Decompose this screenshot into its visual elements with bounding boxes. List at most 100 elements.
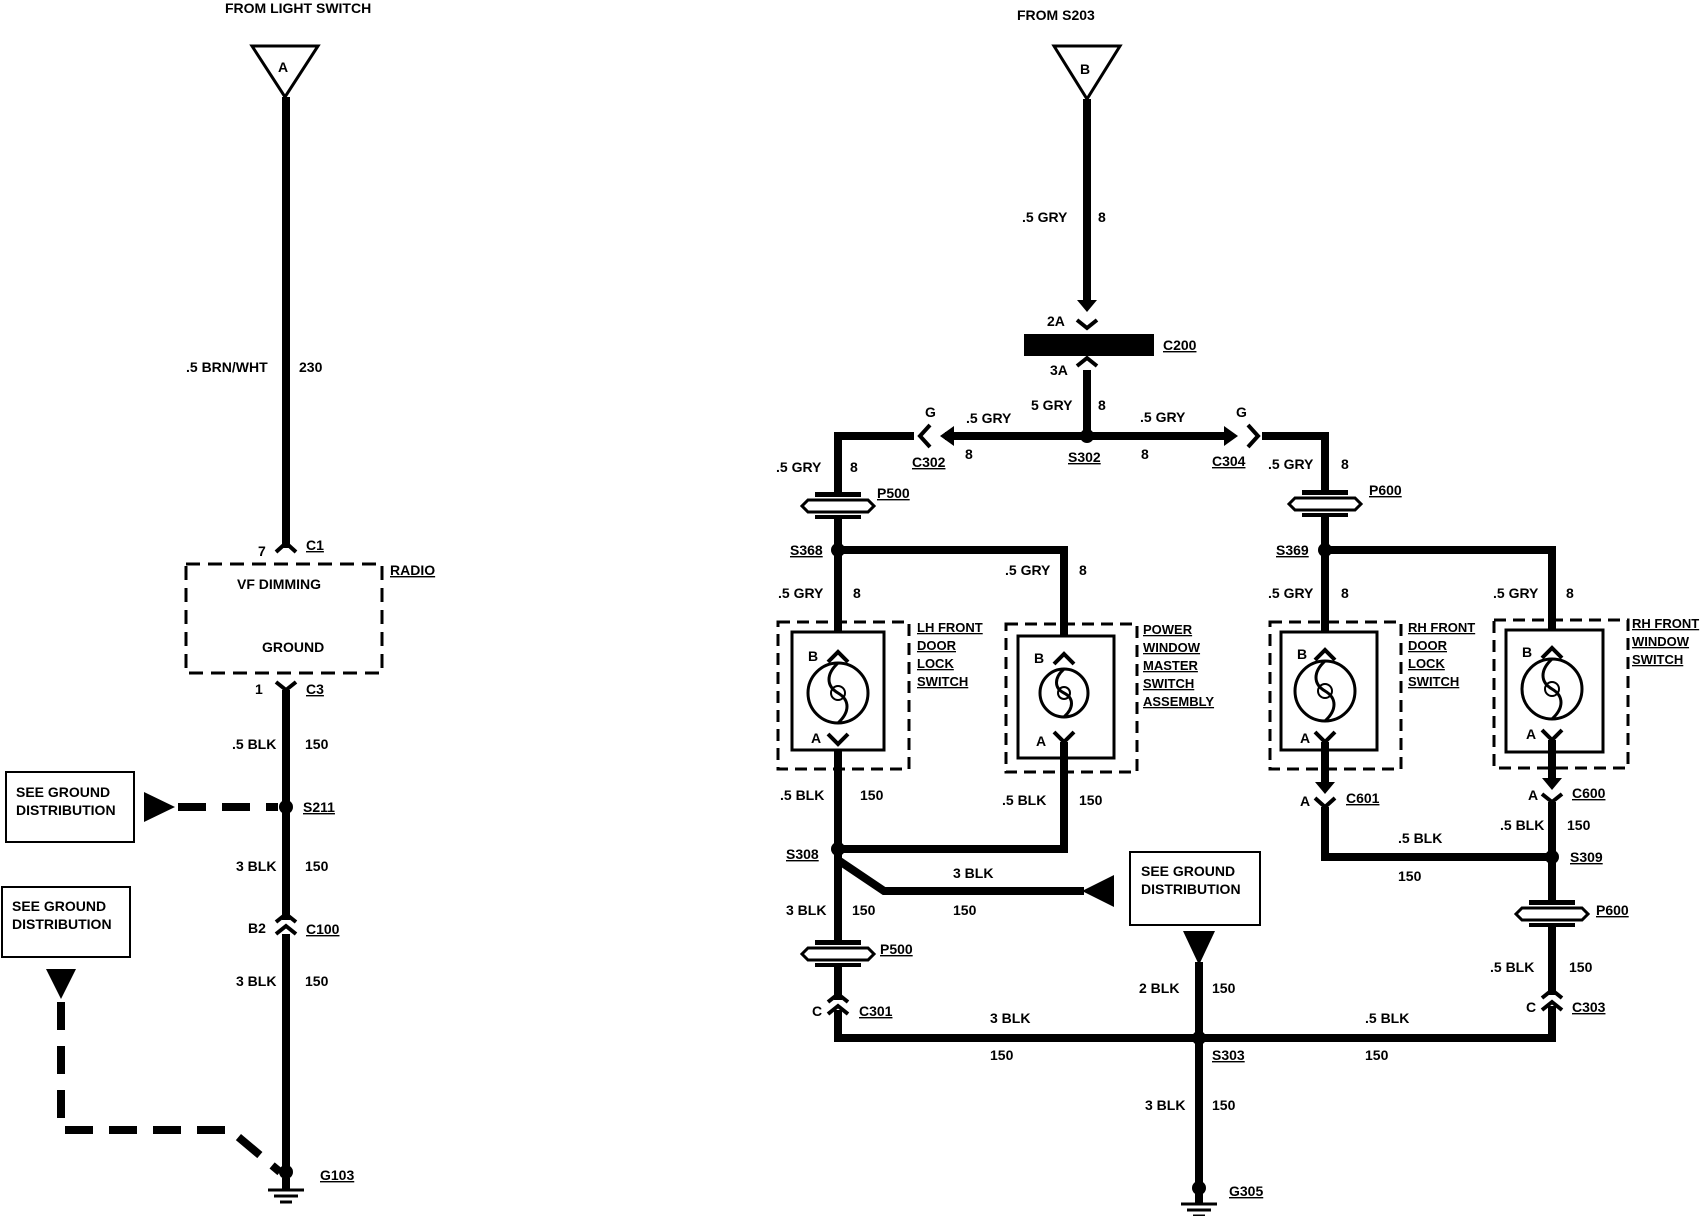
pwm-switch-pin-b: B — [1034, 650, 1044, 666]
s303-label: S303 — [1212, 1047, 1245, 1063]
wire-p600-down-circuit-label: 150 — [1569, 959, 1593, 975]
wire-rh-c601-arrowhead — [1315, 782, 1335, 794]
ground-dist-box-3-line-1: SEE GROUND — [1141, 863, 1235, 879]
wire-top-circuit-label: 8 — [1098, 209, 1106, 225]
g305-label: G305 — [1229, 1183, 1263, 1199]
wire-s369-down-size-label: .5 GRY — [1268, 585, 1314, 601]
wire-c302-down-circuit-label: 8 — [850, 459, 858, 475]
wire-c304-down-circuit-label: 8 — [1341, 456, 1349, 472]
rh-switch-pin-a: A — [1300, 730, 1310, 746]
p600-top-label: P600 — [1369, 482, 1402, 498]
c100-upper-mark — [274, 911, 298, 924]
wire-s302-top-size-label: 5 GRY — [1031, 397, 1073, 413]
wire-s308-gd-size-label: 3 BLK — [953, 865, 993, 881]
rhw-switch-pin-b: B — [1522, 644, 1532, 660]
wire-c600-s309-size-label: .5 BLK — [1500, 817, 1544, 833]
ground-dist-box-2-line-2: DISTRIBUTION — [12, 916, 112, 932]
c301-label: C301 — [859, 1003, 893, 1019]
rh-front-door-lock-switch — [1268, 620, 1403, 771]
wire-c302-down-size-label: .5 GRY — [776, 459, 822, 475]
rh-switch-label-line-3: LOCK — [1408, 656, 1445, 671]
wire-s211-circuit-label: 150 — [305, 858, 329, 874]
pwm-switch-pin-a: A — [1036, 733, 1046, 749]
wire-pwm-down-size-label: .5 GRY — [1005, 562, 1051, 578]
lh-switch-label-line-3: LOCK — [917, 656, 954, 671]
wire-c100-size-label: 3 BLK — [236, 973, 276, 989]
ground-dist-3-arrow — [1183, 931, 1215, 965]
wire-s369-rhw — [1325, 546, 1556, 640]
rh-switch-label-line-2: DOOR — [1408, 638, 1448, 653]
wire-s302-top-circuit-label: 8 — [1098, 397, 1106, 413]
wire-c100-circuit-label: 150 — [305, 973, 329, 989]
rh-switch-pin-b: B — [1297, 646, 1307, 662]
c3-connector-mark — [274, 680, 298, 693]
lh-switch-label-line-2: DOOR — [917, 638, 957, 653]
c601-pin-label: A — [1300, 793, 1310, 809]
c200-label: C200 — [1163, 337, 1197, 353]
wire-p600-down-size-label: .5 BLK — [1490, 959, 1534, 975]
c304-pin-label: G — [1236, 404, 1247, 420]
rh-front-window-switch — [1492, 618, 1630, 770]
s302-label: S302 — [1068, 449, 1101, 465]
wire-right-branch-size-label: .5 GRY — [1140, 409, 1186, 425]
g103-splice — [279, 1165, 293, 1179]
rhw-switch-label-line-3: SWITCH — [1632, 652, 1683, 667]
wire-c601-s309 — [1321, 807, 1552, 861]
rhw-switch-label-line-2: WINDOW — [1632, 634, 1690, 649]
radio-ground-label: GROUND — [262, 639, 324, 655]
c600-pin-label: A — [1528, 787, 1538, 803]
connector-arrow-b — [1051, 44, 1123, 102]
wire-s368-down-circuit-label: 8 — [853, 585, 861, 601]
c303-lower-mark — [1540, 999, 1564, 1012]
pwm-switch-label-line-2: WINDOW — [1143, 640, 1201, 655]
wire-pwm-out-size-label: .5 BLK — [1002, 792, 1046, 808]
pwm-switch-label-line-5: ASSEMBLY — [1143, 694, 1214, 709]
c301-lower-mark — [826, 1003, 850, 1016]
ground-dist-2-arrow — [46, 969, 76, 999]
wire-rhw-c600-arrowhead — [1542, 778, 1562, 790]
wire-left-branch-circuit-label: 8 — [965, 446, 973, 462]
ground-dist-box-2-line-1: SEE GROUND — [12, 898, 106, 914]
pwm-switch-label-line-3: MASTER — [1143, 658, 1199, 673]
c3-pin-label: 1 — [255, 681, 263, 697]
ground-dist-box-3-line-2: DISTRIBUTION — [1141, 881, 1241, 897]
wire-s303-down-size-label: 3 BLK — [1145, 1097, 1185, 1113]
p500-bottom-connector — [799, 940, 877, 967]
right-circuit: FROM S203 B .5 GRY 8 2A C200 3A 5 GRY 8 … — [776, 7, 1699, 1216]
ground-distribution-box-3 — [1129, 851, 1261, 926]
wire-s211-size-label: 3 BLK — [236, 858, 276, 874]
wire-s303-down-circuit-label: 150 — [1212, 1097, 1236, 1113]
c304-mark — [1246, 423, 1261, 449]
p600-bottom-label: P600 — [1596, 902, 1629, 918]
wire-pwm-out-circuit-label: 150 — [1079, 792, 1103, 808]
g305-ground-icon — [1181, 1192, 1217, 1216]
c3-connector-label: C3 — [306, 681, 324, 697]
wire-230-size-label: .5 BRN/WHT — [186, 359, 268, 375]
lh-switch-pin-a: A — [811, 730, 821, 746]
wire-c301-s303-circuit-label: 150 — [990, 1047, 1014, 1063]
s368-label: S368 — [790, 542, 823, 558]
wire-pwm-s308 — [838, 742, 1068, 853]
c301-upper-mark — [826, 991, 850, 1004]
rhw-switch-label-line-1: RH FRONT — [1632, 616, 1699, 631]
rh-switch-label-line-1: RH FRONT — [1408, 620, 1475, 635]
p500-bottom-label: P500 — [880, 941, 913, 957]
wire-s369-down-circuit-label: 8 — [1341, 585, 1349, 601]
s211-splice — [279, 800, 293, 814]
wire-c600-s309-circuit-label: 150 — [1567, 817, 1591, 833]
wire-lh-out-circuit-label: 150 — [860, 787, 884, 803]
wire-8-top-arrowhead — [1077, 300, 1097, 312]
c1-connector-mark — [274, 540, 298, 554]
c303-pin-label: C — [1526, 999, 1536, 1015]
power-window-master-switch — [1004, 622, 1139, 774]
wire-s308-down-circuit-label: 150 — [852, 902, 876, 918]
wire-pwm-down-circuit-label: 8 — [1079, 562, 1087, 578]
s369-label: S369 — [1276, 542, 1309, 558]
p600-top-connector — [1286, 490, 1364, 517]
p600-bottom-connector — [1513, 900, 1591, 927]
ground-distribution-box-2 — [1, 886, 131, 958]
c200-bottom-pin-label: 3A — [1050, 362, 1068, 378]
wire-c601-s309-size-label: .5 BLK — [1398, 830, 1442, 846]
lh-switch-pin-b: B — [808, 648, 818, 664]
